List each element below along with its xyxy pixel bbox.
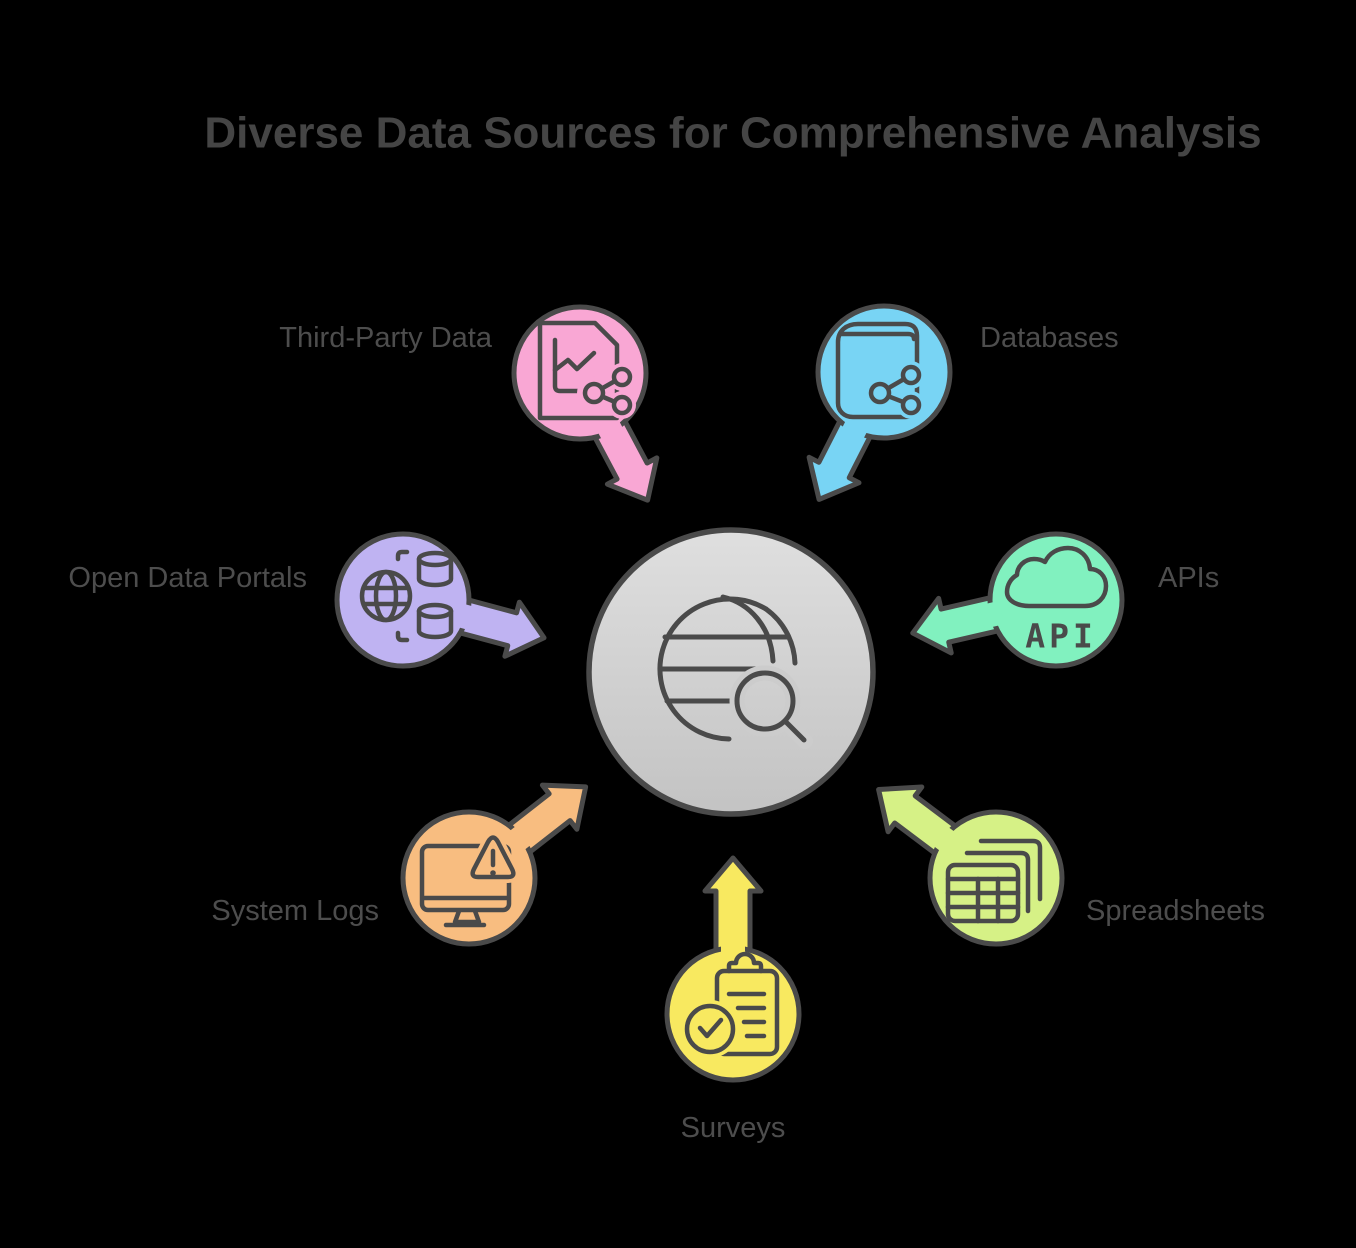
arrow-joint <box>979 600 1005 629</box>
back-sheet <box>964 850 1031 914</box>
magnifier-glass <box>734 670 796 732</box>
chart-line <box>552 350 597 373</box>
magnifier-handle <box>782 718 807 743</box>
back-sheet <box>978 838 1043 902</box>
monitor-stand <box>452 908 482 925</box>
arrow-joint <box>838 416 870 446</box>
cloud-api-icon: API <box>1004 545 1109 656</box>
book-share-icon <box>835 321 925 420</box>
label-open-data-portals: Open Data Portals <box>68 562 307 594</box>
label-apis: APIs <box>1158 562 1219 594</box>
node-spreadsheets: Spreadsheets <box>876 784 1265 947</box>
share-node <box>582 381 606 405</box>
clipboard-check-icon <box>681 951 780 1058</box>
corner-brackets <box>395 549 410 643</box>
page-title: Diverse Data Sources for Comprehensive A… <box>204 109 1261 158</box>
arrow-joint <box>928 822 959 854</box>
book-spine-line <box>837 331 917 342</box>
check-mark <box>697 1017 724 1039</box>
globe-database-icon <box>359 549 454 643</box>
api-text: API <box>1025 617 1097 656</box>
node-third-party-data: Third-Party Data <box>279 304 660 503</box>
share-node <box>868 381 892 405</box>
spreadsheet-stack-icon <box>945 838 1043 924</box>
globe-search-icon <box>657 594 813 749</box>
node-apis: API APIs <box>910 531 1219 669</box>
label-system-logs: System Logs <box>211 895 379 927</box>
share-node <box>900 394 922 416</box>
clipboard-lines <box>726 991 767 1039</box>
arrow-joint <box>453 602 480 632</box>
share-node <box>611 394 633 416</box>
central-hub <box>586 527 876 817</box>
database-cylinder-body <box>416 608 454 640</box>
central-circle <box>586 527 876 817</box>
globe-latitudes <box>361 585 411 607</box>
node-system-logs: System Logs <box>211 782 589 947</box>
monitor-warning-icon <box>419 831 520 928</box>
share-node <box>611 366 633 388</box>
clipboard-clip <box>726 951 764 974</box>
check-circle <box>684 1003 736 1055</box>
arrow-joint <box>505 821 537 853</box>
label-surveys: Surveys <box>681 1112 786 1144</box>
label-third-party-data: Third-Party Data <box>279 322 493 354</box>
globe-meridian <box>373 569 399 623</box>
node-surveys: Surveys <box>664 855 802 1144</box>
database-cylinder-body <box>416 556 454 588</box>
label-spreadsheets: Spreadsheets <box>1086 895 1265 927</box>
node-open-data-portals: Open Data Portals <box>68 531 547 669</box>
warning-dot <box>490 870 496 876</box>
share-node <box>900 364 922 386</box>
arrow-joint <box>595 416 627 446</box>
arrow-joint <box>721 938 745 958</box>
table-rows <box>945 876 1021 910</box>
table-columns <box>975 876 1001 924</box>
cloud-outline <box>1004 545 1109 609</box>
label-databases: Databases <box>980 322 1119 354</box>
chart-axis <box>552 337 593 394</box>
node-databases: Databases <box>806 303 1119 502</box>
document-chart-share-icon <box>537 320 636 421</box>
